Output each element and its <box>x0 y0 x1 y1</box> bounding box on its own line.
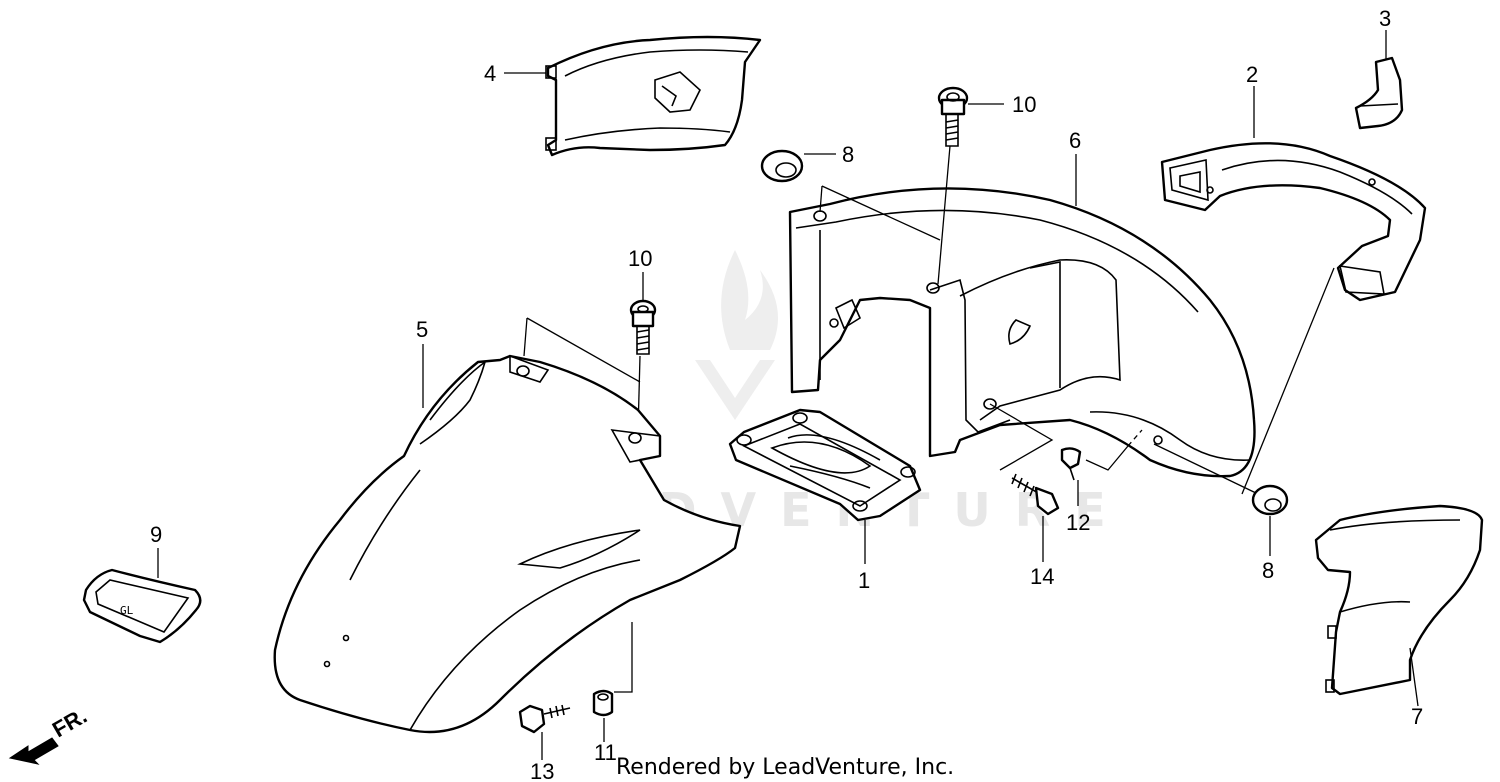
callout-10-upper: 10 <box>1012 92 1036 117</box>
render-credit: Rendered by LeadVenture, Inc. <box>616 755 954 780</box>
part-4-side-cover <box>504 35 762 157</box>
front-direction-arrow: FR. <box>8 703 91 765</box>
callout-7: 7 <box>1411 704 1423 729</box>
callout-12: 12 <box>1066 510 1090 535</box>
part-3-clip <box>1354 30 1404 130</box>
part-14-bolt <box>1011 473 1060 562</box>
part-9-emblem: GL <box>82 548 202 644</box>
direction-label: FR. <box>48 703 91 742</box>
emblem-text: GL <box>120 604 134 617</box>
part-8-grommet-upper <box>760 149 836 183</box>
part-11-collar <box>592 689 614 742</box>
callout-2: 2 <box>1246 62 1258 87</box>
callout-10-lower: 10 <box>628 246 652 271</box>
leader-lines <box>523 145 1335 495</box>
callout-5: 5 <box>416 317 428 342</box>
part-13-bolt <box>518 704 571 760</box>
part-6-rear-fender <box>788 154 1256 478</box>
callout-11: 11 <box>594 740 617 765</box>
part-10-bolt-upper <box>937 86 1004 147</box>
part-10-bolt-lower <box>629 272 657 355</box>
part-12-clip <box>1060 447 1082 506</box>
callout-1: 1 <box>858 568 870 593</box>
part-7-side-cover <box>1314 504 1484 707</box>
part-8-grommet-lower <box>1251 484 1289 556</box>
callout-8-upper: 8 <box>842 142 854 167</box>
callout-9: 9 <box>150 522 162 547</box>
part-5-front-fender <box>273 344 742 734</box>
part-2-grab-rail <box>1160 86 1427 302</box>
callout-4: 4 <box>484 61 496 86</box>
callout-6: 6 <box>1069 128 1081 153</box>
callout-13: 13 <box>530 759 554 782</box>
callout-14: 14 <box>1030 564 1054 589</box>
part-1-bracket <box>728 408 922 564</box>
callout-8-lower: 8 <box>1262 558 1274 583</box>
callout-3: 3 <box>1379 6 1391 31</box>
